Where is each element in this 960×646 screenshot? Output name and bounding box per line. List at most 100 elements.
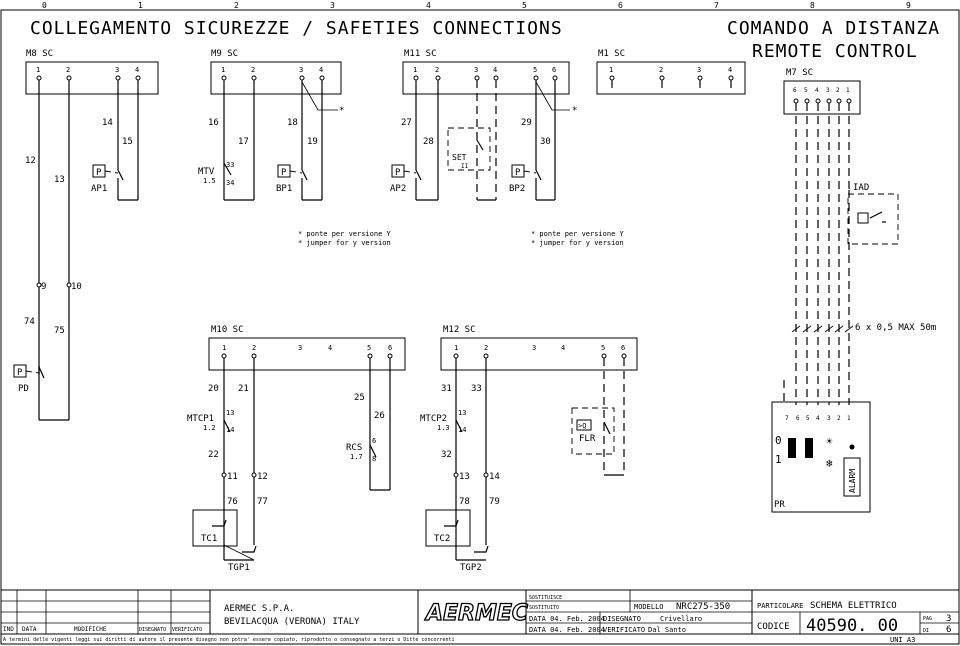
- terminal-block-m9: [210, 61, 342, 95]
- m8-t4: 4: [135, 66, 139, 74]
- tb-modello: NRC275-350: [676, 602, 730, 612]
- m12-circuit: >Q FLR 31 33 MTCP2 1.3 13 14 32 13 14 78…: [420, 353, 627, 573]
- m12-t5: 5: [601, 344, 605, 352]
- pr-switch-1: 1: [775, 453, 782, 466]
- wire-33a: 33: [226, 161, 234, 169]
- wire-8: 8: [372, 455, 376, 463]
- block-m11-label: M11 SC: [404, 49, 437, 59]
- block-m8-label: M8 SC: [26, 49, 53, 59]
- grid-0: 0: [42, 1, 47, 10]
- pr-switch-off: [805, 438, 813, 458]
- m11-t2: 2: [435, 66, 439, 74]
- pr-t3: 3: [827, 415, 831, 422]
- wire-14b: 14: [489, 472, 500, 482]
- m10-t5: 5: [367, 344, 371, 352]
- m8-circuit: P AP1 14 15 12 13 9 10 74 75 P PD: [13, 75, 141, 421]
- note-en-2: * jumper for y version: [531, 239, 624, 247]
- wire-19: 19: [307, 137, 318, 147]
- pr-t2: 2: [837, 415, 841, 422]
- wire-31: 31: [441, 384, 452, 394]
- mtv-label: MTV: [198, 167, 215, 177]
- mtcp2-value: 1.3: [437, 424, 450, 432]
- alarm-label: ALARM: [848, 469, 857, 493]
- pr-t6: 6: [796, 415, 800, 422]
- cable-spec: 6 x 0,5 MAX 50m: [855, 323, 936, 333]
- tb-sostituisce: SOSTITUISCE: [529, 595, 562, 601]
- m7-t4: 4: [815, 87, 819, 94]
- tb-format: UNI A3: [890, 636, 915, 644]
- note-it-1: * ponte per versione Y: [298, 230, 392, 238]
- wire-28: 28: [423, 137, 434, 147]
- tb-dis-name: Crivellaro: [660, 615, 702, 623]
- wire-13d: 13: [458, 409, 466, 417]
- tb-data2: DATA 04. Feb. 2004: [529, 626, 605, 634]
- alarm-box: [843, 457, 861, 497]
- tb-data: DATA: [22, 626, 37, 633]
- m7-t2: 2: [836, 87, 840, 94]
- wire-22: 22: [208, 450, 219, 460]
- m8-t3: 3: [115, 66, 119, 74]
- tb-codice-label: CODICE: [757, 622, 790, 632]
- terminal-block-m10: [208, 337, 406, 371]
- m10-circuit: 20 21 25 26 MTCP1 1.2 13 14 RCS 1.7 6 8 …: [187, 353, 393, 573]
- wire-15: 15: [122, 137, 133, 147]
- wire-14: 14: [102, 118, 113, 128]
- grid-8: 8: [810, 1, 815, 10]
- tb-disegnato: DISEGNATO: [139, 627, 166, 633]
- terminal-block-m7: [783, 80, 861, 115]
- page-title: COLLEGAMENTO SICUREZZE / SAFETIES CONNEC…: [30, 18, 563, 39]
- grid-2: 2: [234, 1, 239, 10]
- m10-t1: 1: [222, 344, 226, 352]
- tb-di: 6: [946, 625, 951, 635]
- wire-11: 11: [227, 472, 238, 482]
- wire-14d: 14: [458, 426, 466, 434]
- bp2-p: P: [515, 168, 521, 178]
- bp2-label: BP2: [509, 184, 525, 194]
- m7-t5: 5: [804, 87, 808, 94]
- wire-12: 12: [25, 156, 36, 166]
- terminal-block-m12: [440, 337, 638, 371]
- m9-t4: 4: [319, 66, 323, 74]
- wire-14c: 14: [226, 426, 234, 434]
- iad-label: IAD: [853, 183, 869, 193]
- tc1-label: TC1: [201, 534, 217, 544]
- m10-t3: 3: [298, 344, 302, 352]
- drawing-frame: [0, 9, 960, 645]
- pr-t1: 1: [847, 415, 851, 422]
- m10-t4: 4: [328, 344, 332, 352]
- snowflake-icon: ❄: [826, 457, 833, 470]
- pd-label: PD: [18, 384, 29, 394]
- m12-t1: 1: [454, 344, 458, 352]
- m7-circuit: IAD 6 x 0,5 MAX 50m: [783, 98, 936, 405]
- flr-symbol: >Q: [578, 422, 586, 430]
- m11-circuit: P AP2 SET II * P BP2 27 28 29 30: [390, 75, 577, 201]
- m12-t4: 4: [561, 344, 565, 352]
- m7-t6: 6: [793, 87, 797, 94]
- terminal-block-m1: [596, 61, 746, 95]
- wire-77: 77: [257, 497, 268, 507]
- tb-ver-name: Dal Santo: [648, 626, 686, 634]
- block-m12-label: M12 SC: [443, 325, 476, 335]
- wire-13: 13: [54, 175, 65, 185]
- set-label: SET: [452, 153, 467, 162]
- tb-address: BEVILACQUA (VERONA) ITALY: [224, 617, 360, 627]
- set-sub: II: [461, 163, 469, 170]
- grid-3: 3: [330, 1, 335, 10]
- tb-codice: 40590. 00: [806, 616, 898, 636]
- mtcp1-label: MTCP1: [187, 414, 214, 424]
- m10-t2: 2: [252, 344, 256, 352]
- tgp1-label: TGP1: [228, 563, 250, 573]
- sun-icon: ☀: [826, 435, 833, 448]
- wire-74: 74: [24, 317, 35, 327]
- tb-pag-label: PAG: [923, 616, 932, 622]
- tb-dis-label: DISEGNATO: [603, 615, 641, 623]
- m10-t6: 6: [388, 344, 392, 352]
- block-m9-label: M9 SC: [211, 49, 238, 59]
- m8-t1: 1: [36, 66, 40, 74]
- rcs-label: RCS: [346, 443, 362, 453]
- aermec-logo: [424, 596, 520, 626]
- pr-switch-on: [788, 438, 796, 458]
- m1-t2: 2: [659, 66, 663, 74]
- tb-ver-label: VERIFICATO: [603, 626, 645, 634]
